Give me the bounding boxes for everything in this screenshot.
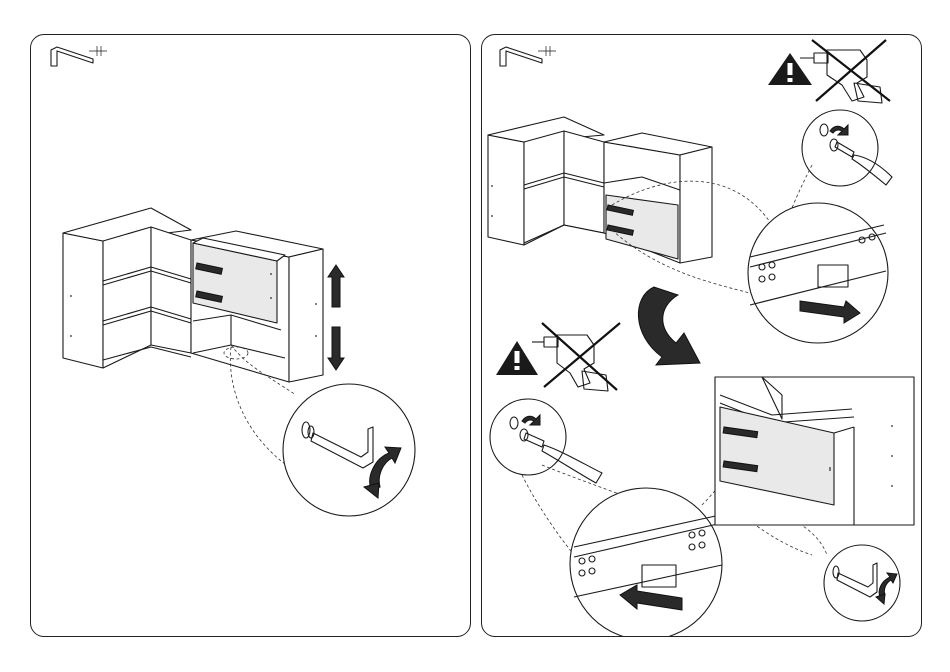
screwdriver-detail-circle [490,399,602,483]
drawer-close-up [715,377,914,525]
hex-key-icon [51,46,107,66]
curved-down-arrow [638,287,700,365]
step-left-illustration [31,35,471,637]
drawer-unit [191,231,323,382]
no-power-drill-icon [532,323,620,391]
warning-icon [496,341,538,375]
screwdriver-detail-circle [802,110,892,186]
drawer-runner-detail-circle [570,488,722,637]
step-panel-left [30,34,471,637]
hex-key-detail-circle [824,545,900,621]
hex-key-icon [500,46,556,66]
drawer-runner-detail-circle [748,203,888,343]
step-panel-right [481,34,922,637]
up-down-arrows [328,265,344,370]
no-power-drill-icon [800,40,890,103]
step-right-illustration [482,35,922,637]
corner-cabinet [488,117,712,263]
corner-cabinet [63,208,191,368]
